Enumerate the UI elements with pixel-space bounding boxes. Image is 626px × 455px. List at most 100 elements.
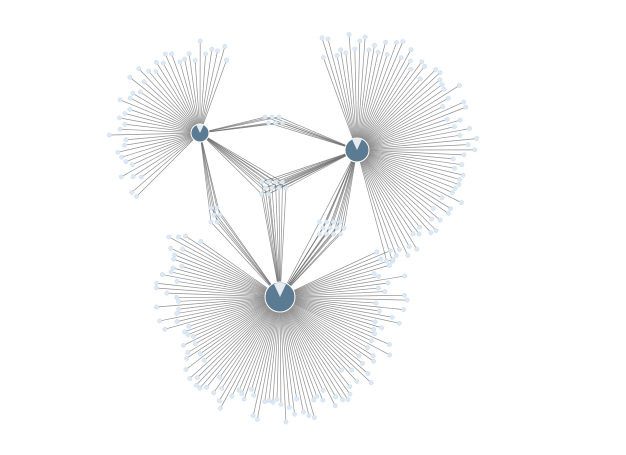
hub-c-leaf-node[interactable]: [376, 274, 381, 279]
hub-b-leaf-node[interactable]: [439, 195, 445, 201]
hub-a-leaf-node[interactable]: [129, 189, 135, 195]
hub-c-leaf-node[interactable]: [197, 351, 203, 357]
hub-c-leaf-node[interactable]: [154, 304, 159, 310]
shared-leaf-node-b-c[interactable]: [338, 231, 343, 237]
hub-a-leaf-node[interactable]: [186, 51, 192, 57]
hub-b-leaf-node[interactable]: [406, 244, 412, 249]
hub-a-leaf-node[interactable]: [177, 59, 183, 65]
hub-c-leaf-node[interactable]: [320, 397, 326, 403]
hub-c-leaf-node[interactable]: [390, 257, 396, 262]
hub-a-leaf-node[interactable]: [118, 174, 124, 180]
hub-c-leaf-node[interactable]: [287, 405, 292, 410]
hub-a-leaf-node[interactable]: [153, 59, 159, 65]
hub-b-leaf-node[interactable]: [357, 38, 363, 44]
hub-c-leaf-node[interactable]: [382, 289, 388, 294]
hub-c-leaf-node[interactable]: [185, 350, 191, 355]
shared-leaf-node-a-b-c[interactable]: [283, 185, 289, 191]
hub-a-leaf-node[interactable]: [197, 38, 203, 44]
hub-c-leaf-node[interactable]: [174, 295, 179, 300]
shared-leaf-node-b-c[interactable]: [341, 225, 347, 231]
hub-a-leaf-node[interactable]: [117, 115, 122, 121]
hub-c-leaf-node[interactable]: [190, 334, 196, 339]
hub-c-leaf-node[interactable]: [320, 388, 326, 393]
hub-c-leaf-node[interactable]: [404, 297, 410, 303]
hub-b-leaf-node[interactable]: [465, 142, 471, 148]
shared-leaf-node-a-c[interactable]: [217, 212, 223, 218]
hub-b-leaf-node[interactable]: [325, 36, 331, 42]
hub-c-leaf-node[interactable]: [197, 385, 203, 391]
shared-leaf-node-a-b-c[interactable]: [259, 179, 264, 185]
hub-c-leaf-node[interactable]: [194, 375, 200, 380]
hub-c-leaf-node[interactable]: [368, 338, 374, 344]
hub-a-leaf-node[interactable]: [127, 106, 133, 112]
hub-b-leaf-node[interactable]: [451, 124, 457, 130]
hub-a-leaf-node[interactable]: [153, 69, 159, 74]
hub-a-leaf-node[interactable]: [130, 90, 136, 96]
hub-a-leaf-node[interactable]: [115, 149, 121, 155]
hub-c-leaf-node[interactable]: [311, 397, 317, 403]
hub-c-leaf-node[interactable]: [386, 262, 392, 268]
hub-c-leaf-node[interactable]: [154, 280, 160, 286]
shared-leaf-node-b-c[interactable]: [331, 231, 336, 237]
hub-b-leaf-node[interactable]: [384, 52, 390, 57]
hub-c-leaf-node[interactable]: [239, 391, 245, 397]
hub-b-leaf-node[interactable]: [384, 258, 390, 264]
hub-c-leaf-node[interactable]: [378, 256, 384, 262]
hub-b-leaf-node[interactable]: [429, 216, 434, 222]
hub-c-leaf-node[interactable]: [347, 391, 353, 397]
hub-b-leaf-node[interactable]: [440, 104, 446, 109]
shared-leaf-node-a-c[interactable]: [211, 212, 217, 218]
hub-b-leaf-node[interactable]: [459, 162, 465, 168]
shared-leaf-node-a-b[interactable]: [273, 120, 278, 126]
shared-leaf-node-a-b[interactable]: [276, 114, 282, 120]
hub-b-leaf-node[interactable]: [410, 231, 416, 237]
hub-c-leaf-node[interactable]: [187, 376, 193, 381]
hub-b-leaf-node[interactable]: [437, 70, 443, 76]
hub-b-leaf-node[interactable]: [450, 156, 456, 162]
shared-leaf-node-b-c[interactable]: [317, 219, 322, 225]
hub-c-leaf-node[interactable]: [374, 249, 380, 255]
hub-a-leaf-node[interactable]: [122, 121, 128, 127]
hub-c-leaf-node[interactable]: [174, 279, 180, 284]
hub-c-leaf-node[interactable]: [174, 319, 180, 325]
hub-c-leaf-node[interactable]: [249, 386, 254, 392]
hub-a-leaf-node[interactable]: [169, 51, 175, 57]
hub-c-leaf-node[interactable]: [153, 285, 159, 291]
hub-a-leaf-node[interactable]: [106, 132, 112, 138]
hub-b-leaf-node[interactable]: [461, 152, 467, 158]
hub-b-leaf-node[interactable]: [398, 55, 404, 61]
hub-c-leaf-node[interactable]: [266, 398, 272, 403]
hub-c-leaf-node[interactable]: [229, 393, 235, 399]
hub-a-leaf-node[interactable]: [224, 57, 229, 63]
hub-c-leaf-node[interactable]: [185, 332, 191, 338]
hub-c-leaf-node[interactable]: [368, 380, 374, 386]
hub-c-leaf-node[interactable]: [354, 378, 360, 384]
shared-leaf-node-a-b[interactable]: [280, 120, 285, 126]
shared-leaf-node-a-b-c[interactable]: [262, 185, 268, 191]
hub-c-leaf-node[interactable]: [162, 326, 168, 332]
hub-b-leaf-node[interactable]: [416, 231, 422, 237]
hub-c-leaf-node[interactable]: [294, 396, 300, 402]
hub-a-leaf-node[interactable]: [123, 137, 129, 143]
hub-b-leaf-node[interactable]: [343, 50, 349, 56]
hub-c-leaf-node[interactable]: [236, 387, 242, 393]
hub-c-leaf-node[interactable]: [402, 273, 408, 279]
hub-a-leaf-node[interactable]: [203, 51, 209, 57]
hub-b-leaf-node[interactable]: [472, 147, 478, 153]
hub-c-leaf-node[interactable]: [371, 358, 376, 364]
hub-c-leaf-node[interactable]: [306, 413, 312, 419]
hub-c-leaf-node[interactable]: [339, 367, 345, 373]
hub-c-leaf-node[interactable]: [371, 326, 376, 332]
hub-b-leaf-node[interactable]: [474, 136, 480, 142]
hub-b-leaf-node[interactable]: [428, 230, 434, 236]
hub-b-leaf-node[interactable]: [394, 40, 399, 45]
hub-c-leaf-node[interactable]: [387, 342, 392, 347]
hub-c-leaf-node[interactable]: [181, 343, 186, 348]
hub-c-leaf-node[interactable]: [379, 325, 385, 331]
hub-b-leaf-node[interactable]: [396, 247, 402, 253]
hub-c-leaf-node[interactable]: [217, 374, 223, 380]
hub-a-leaf-node[interactable]: [146, 68, 152, 74]
hub-c-leaf-node[interactable]: [218, 406, 223, 411]
hub-c-leaf-node[interactable]: [164, 290, 170, 296]
